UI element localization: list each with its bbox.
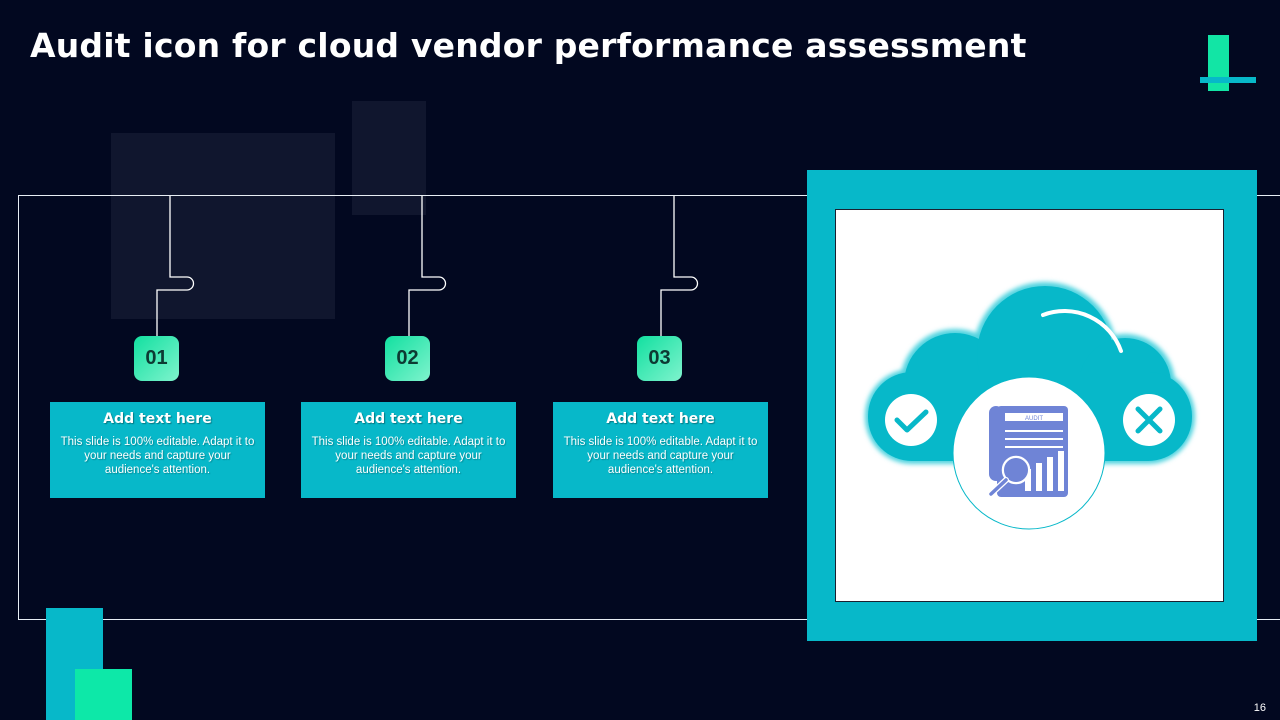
decorative-rectangle [352, 101, 426, 215]
slide-title: Audit icon for cloud vendor performance … [30, 26, 1027, 65]
decorative-rectangle [111, 133, 335, 319]
document-label: AUDIT [1025, 416, 1043, 422]
step-card-body: This slide is 100% editable. Adapt it to… [563, 436, 758, 476]
decorative-block-green [75, 669, 132, 720]
connector-02 [408, 196, 447, 337]
cloud-highlight [1041, 309, 1123, 353]
step-badge-03: 03 [637, 336, 682, 381]
step-card-heading: Add text here [103, 411, 212, 427]
step-badge-02: 02 [385, 336, 430, 381]
connector-01 [156, 196, 195, 337]
step-card-02[interactable]: Add text here This slide is 100% editabl… [301, 402, 516, 498]
step-card-heading: Add text here [606, 411, 715, 427]
step-card-03[interactable]: Add text here This slide is 100% editabl… [553, 402, 768, 498]
connector-03 [660, 196, 699, 337]
checkmark-icon [885, 394, 937, 446]
step-card-body: This slide is 100% editable. Adapt it to… [60, 436, 255, 476]
step-card-01[interactable]: Add text here This slide is 100% editabl… [50, 402, 265, 498]
step-card-body: This slide is 100% editable. Adapt it to… [311, 436, 506, 476]
logo-mark-horizontal [1200, 77, 1256, 83]
step-badge-01: 01 [134, 336, 179, 381]
cloud-audit-illustration: AUDIT [865, 282, 1195, 530]
step-card-heading: Add text here [354, 411, 463, 427]
content-frame [18, 195, 1280, 620]
page-number: 16 [1253, 702, 1266, 714]
magnifier-icon [988, 455, 1031, 497]
bar-chart-icon [1025, 451, 1064, 491]
cross-icon [1123, 394, 1175, 446]
